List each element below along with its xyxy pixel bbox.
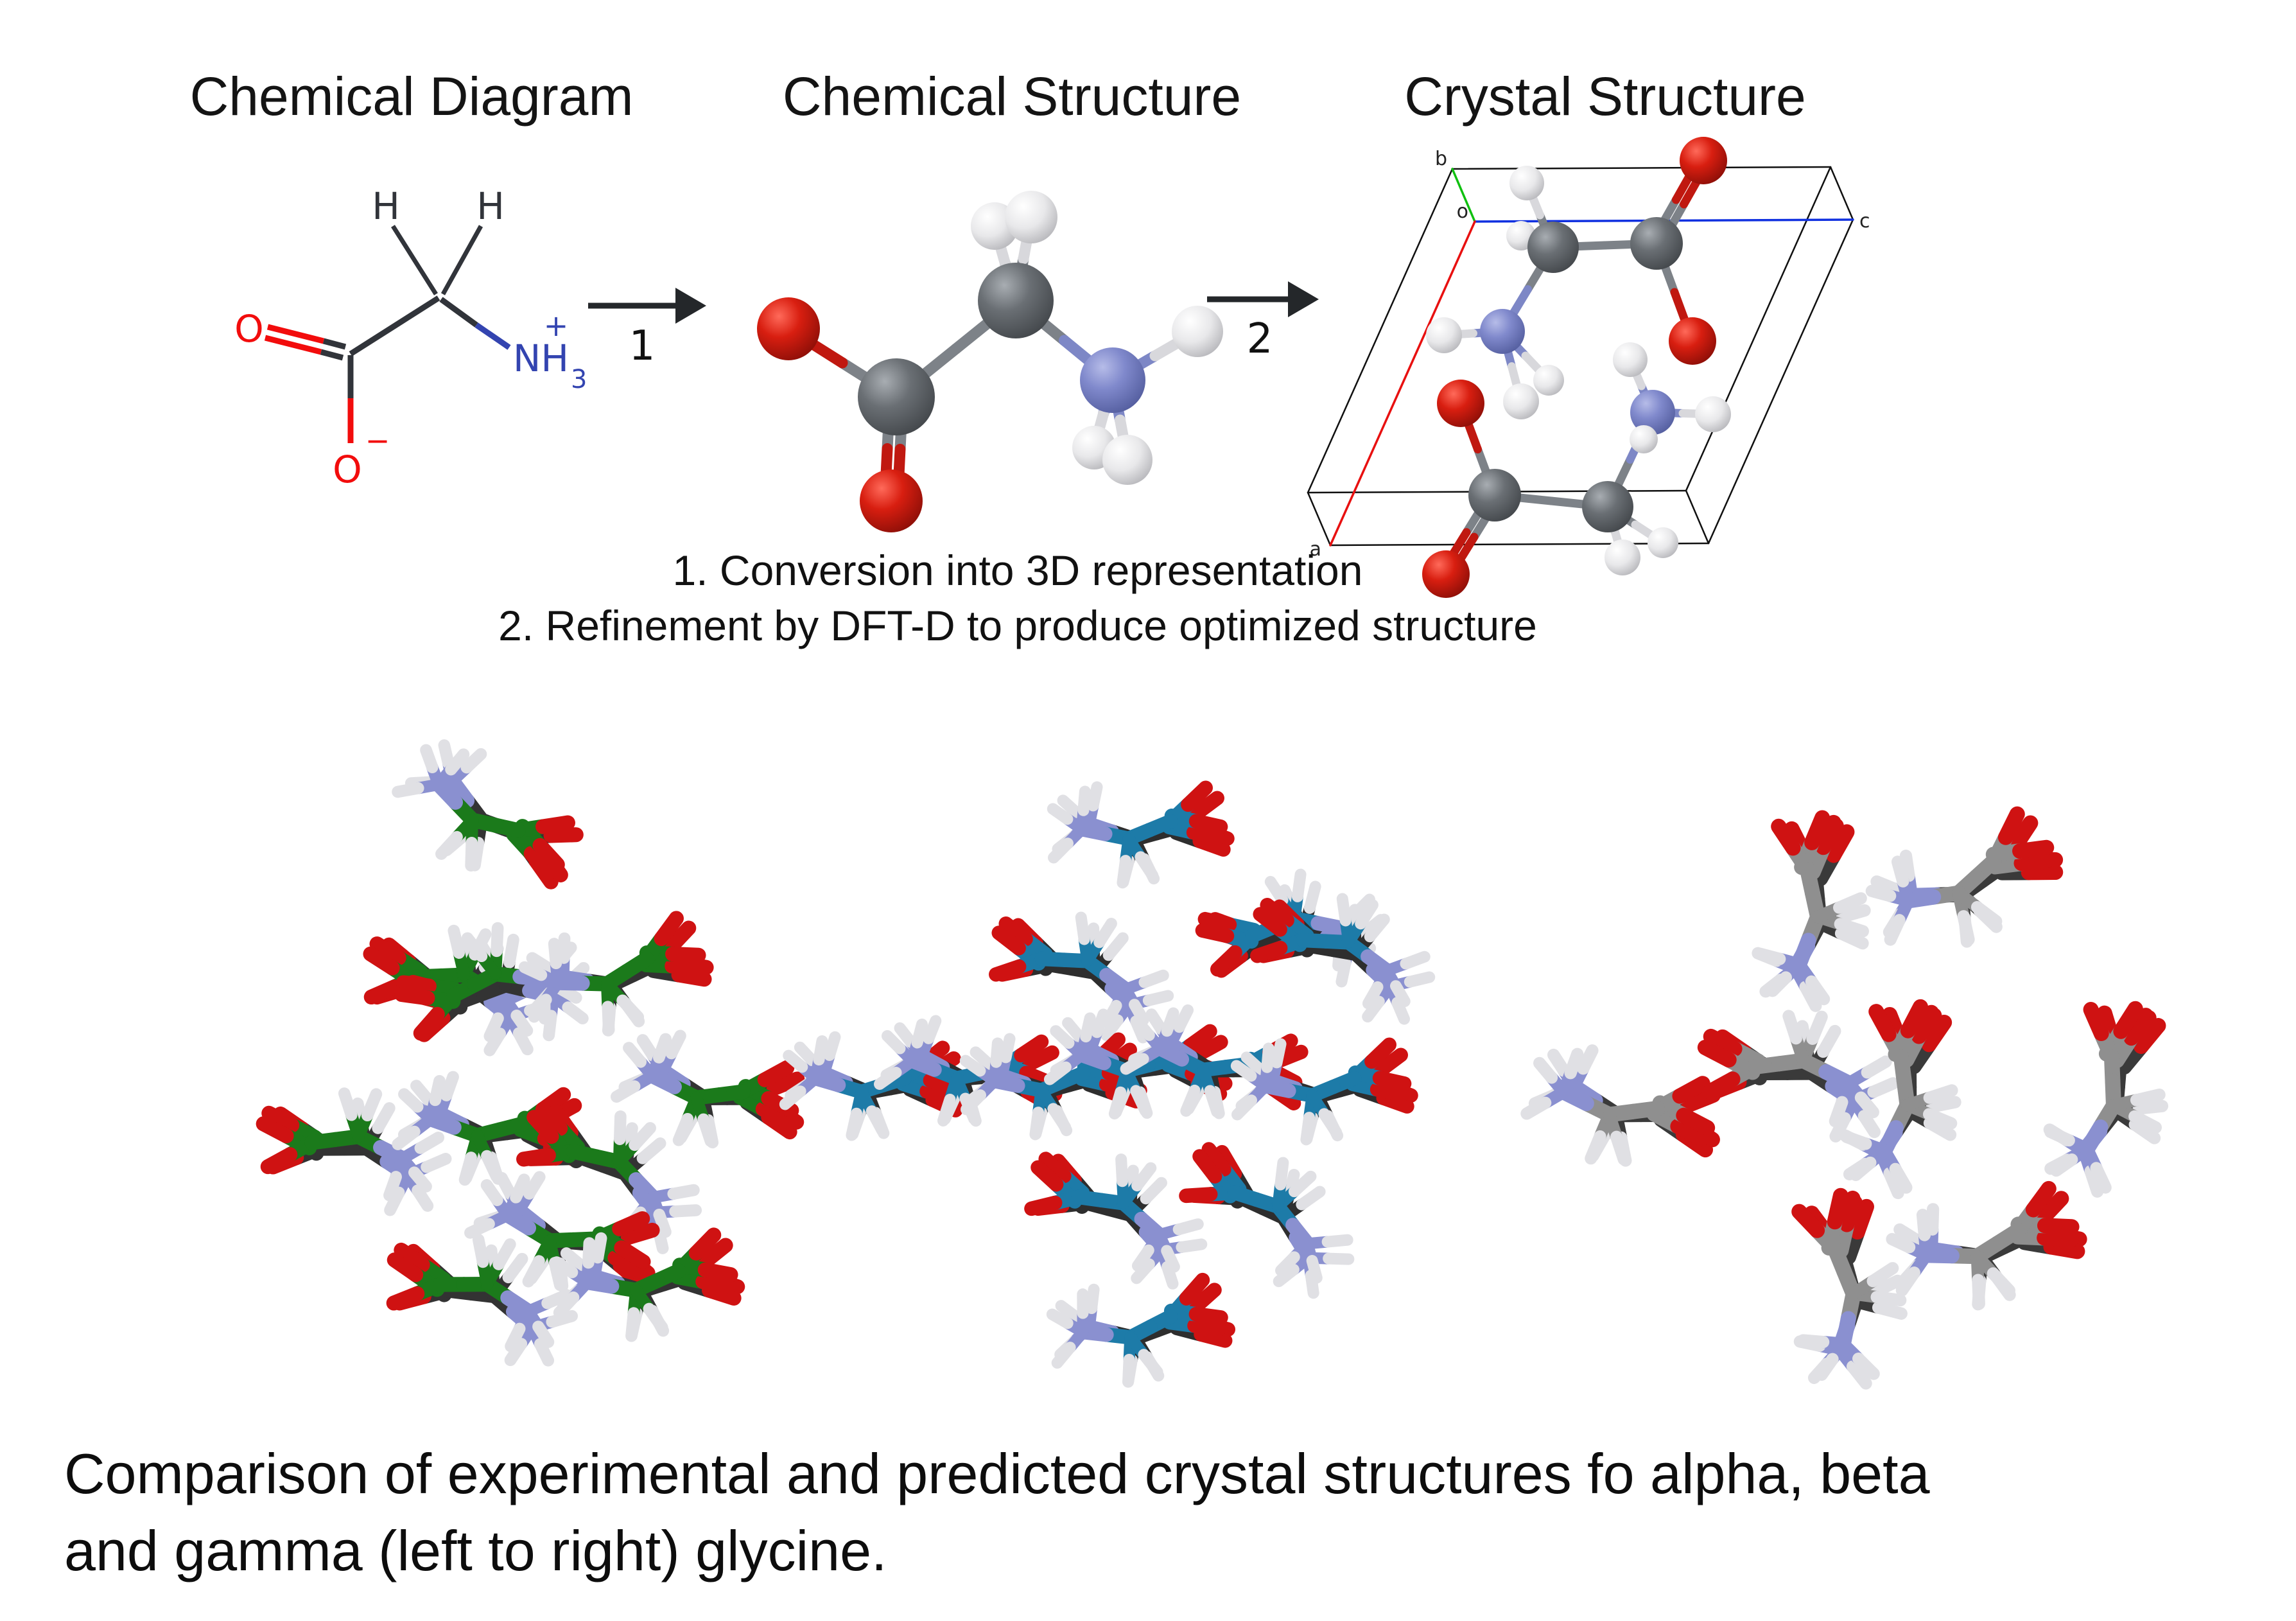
glycine-molecule xyxy=(386,1233,573,1353)
glycine-molecule xyxy=(1024,1152,1204,1273)
crystal-cell-molecule-2 xyxy=(1422,342,1731,598)
glycine-molecule xyxy=(1865,806,2056,946)
amine-label: NH xyxy=(513,337,569,380)
amine-subscript: 3 xyxy=(571,365,587,394)
double-bond-line1-red xyxy=(266,324,325,344)
panel-beta-glycine xyxy=(779,780,1436,1388)
glycine-molecule xyxy=(1840,999,1958,1194)
o-minus-label: O xyxy=(333,448,362,491)
glycine-molecule xyxy=(989,911,1169,1028)
axis-label-b: b xyxy=(1435,148,1447,170)
glycine-molecule xyxy=(1179,1142,1353,1284)
step-1-number: 1 xyxy=(629,322,656,370)
bond-c-n-dark xyxy=(439,297,478,328)
reaction-arrow-1: 1 xyxy=(588,288,706,370)
h-label-right: H xyxy=(476,184,505,228)
glycine-molecule xyxy=(1753,810,1870,1006)
glycine-molecule xyxy=(1520,1047,1716,1166)
glycine-molecule xyxy=(516,1101,700,1238)
process-step-1-caption: 1. Conversion into 3D representation xyxy=(672,547,1363,594)
glycine-molecule xyxy=(2044,1001,2166,1194)
title-chemical-structure: Chemical Structure xyxy=(782,66,1242,127)
glycine-molecule xyxy=(1046,1272,1228,1388)
arrow-1-head xyxy=(675,288,706,324)
axis-label-a: a xyxy=(1310,538,1321,561)
step-2-number: 2 xyxy=(1247,315,1273,363)
glycine-molecule xyxy=(1230,1037,1412,1146)
crystal-structure-unit-cell: b o c a xyxy=(1307,137,1870,598)
axis-label-origin: o xyxy=(1457,200,1468,223)
chemical-structure-3d-model xyxy=(757,191,1223,532)
title-chemical-diagram: Chemical Diagram xyxy=(189,66,634,127)
crystal-cell-molecule-1 xyxy=(1426,137,1727,419)
reaction-arrow-2: 2 xyxy=(1207,281,1319,363)
axis-label-c: c xyxy=(1859,210,1870,232)
panel-gamma-glycine xyxy=(1520,806,2169,1390)
glycine-molecule xyxy=(256,1087,445,1202)
glycine-molecule xyxy=(1047,780,1228,889)
glycine-molecule xyxy=(392,744,575,881)
double-bond-line2-red xyxy=(264,335,322,355)
chemical-diagram-drawing: H H O O − NH 3 + xyxy=(234,184,587,491)
glycine-molecule xyxy=(1250,893,1431,1010)
glycine-molecule xyxy=(1886,1180,2080,1310)
glycine-molecule xyxy=(1791,1187,1907,1381)
glycine-molecule xyxy=(610,1033,799,1147)
plus-charge-label: + xyxy=(544,308,569,343)
glycine-molecule xyxy=(518,911,706,1036)
figure-caption-line-2: and gamma (left to right) glycine. xyxy=(64,1519,887,1582)
bond-hright-c xyxy=(440,225,483,295)
o-carbonyl-label: O xyxy=(234,307,264,351)
double-bond-line1-dark xyxy=(322,338,347,350)
figure-caption-line-1: Comparison of experimental and predicted… xyxy=(64,1442,1930,1505)
minus-charge-label: − xyxy=(365,423,390,458)
title-crystal-structure: Crystal Structure xyxy=(1404,66,1806,127)
panel-alpha-glycine xyxy=(256,739,805,1367)
top-figure-canvas: H H O O − NH 3 + 1 2 b o c a xyxy=(234,137,1870,598)
double-bond-line2-dark xyxy=(320,349,344,361)
process-step-2-caption: 2. Refinement by DFT-D to produce optimi… xyxy=(498,602,1537,649)
h-label-left: H xyxy=(372,184,400,228)
bond-c-c xyxy=(349,295,440,356)
arrow-2-head xyxy=(1288,281,1319,317)
bond-c-n-blue xyxy=(474,322,511,350)
bond-hleft-c xyxy=(391,225,438,295)
glycine-molecule xyxy=(1697,1010,1892,1128)
glycine-molecule xyxy=(550,1227,738,1342)
